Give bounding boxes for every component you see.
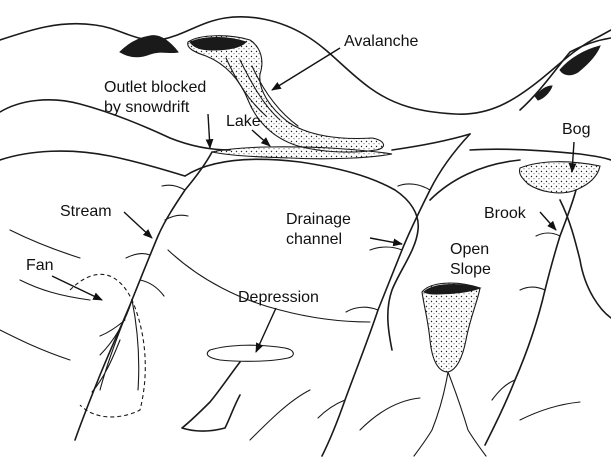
left-slope-lines <box>0 230 90 360</box>
label-outlet-line2: by snowdrift <box>104 99 190 116</box>
label-lake: Lake <box>226 113 261 130</box>
arrow-lake <box>252 130 270 146</box>
arrow-avalanche <box>272 48 340 90</box>
central-hill-base <box>168 250 370 322</box>
foreground-channels <box>250 390 580 440</box>
label-stream: Stream <box>60 203 112 220</box>
label-bog: Bog <box>562 121 590 138</box>
label-drainage-line2: channel <box>286 231 342 248</box>
label-fan: Fan <box>26 257 54 274</box>
central-hill <box>185 159 418 350</box>
depression-outflow <box>182 362 240 431</box>
open-slope <box>422 283 480 372</box>
label-brook: Brook <box>484 205 527 222</box>
depression <box>207 345 293 361</box>
brook <box>485 190 576 445</box>
arrow-drainage <box>370 238 402 244</box>
arrow-fan <box>52 276 102 300</box>
label-depression: Depression <box>238 289 319 306</box>
bog-shore <box>470 149 611 160</box>
stream-tributaries <box>100 185 188 336</box>
label-avalanche: Avalanche <box>344 33 419 50</box>
arrow-outlet <box>208 114 210 148</box>
mountain-ridge <box>0 17 611 114</box>
left-hill <box>0 151 185 176</box>
label-open-line1: Open <box>450 241 489 258</box>
open-slope-gully <box>414 372 486 456</box>
bog <box>519 162 600 193</box>
summit-rock-patch <box>120 36 178 57</box>
stream <box>75 152 212 440</box>
right-peak-rock <box>560 46 600 75</box>
label-open-line2: Slope <box>450 261 491 278</box>
brook-tributaries <box>492 233 560 400</box>
label-drainage-line1: Drainage <box>286 211 351 228</box>
label-outlet-line1: Outlet blocked <box>104 79 206 96</box>
arrow-stream <box>124 212 152 238</box>
right-peak-rock-2 <box>535 86 552 100</box>
avalanche-scar <box>188 36 384 152</box>
arrow-brook <box>540 212 556 230</box>
